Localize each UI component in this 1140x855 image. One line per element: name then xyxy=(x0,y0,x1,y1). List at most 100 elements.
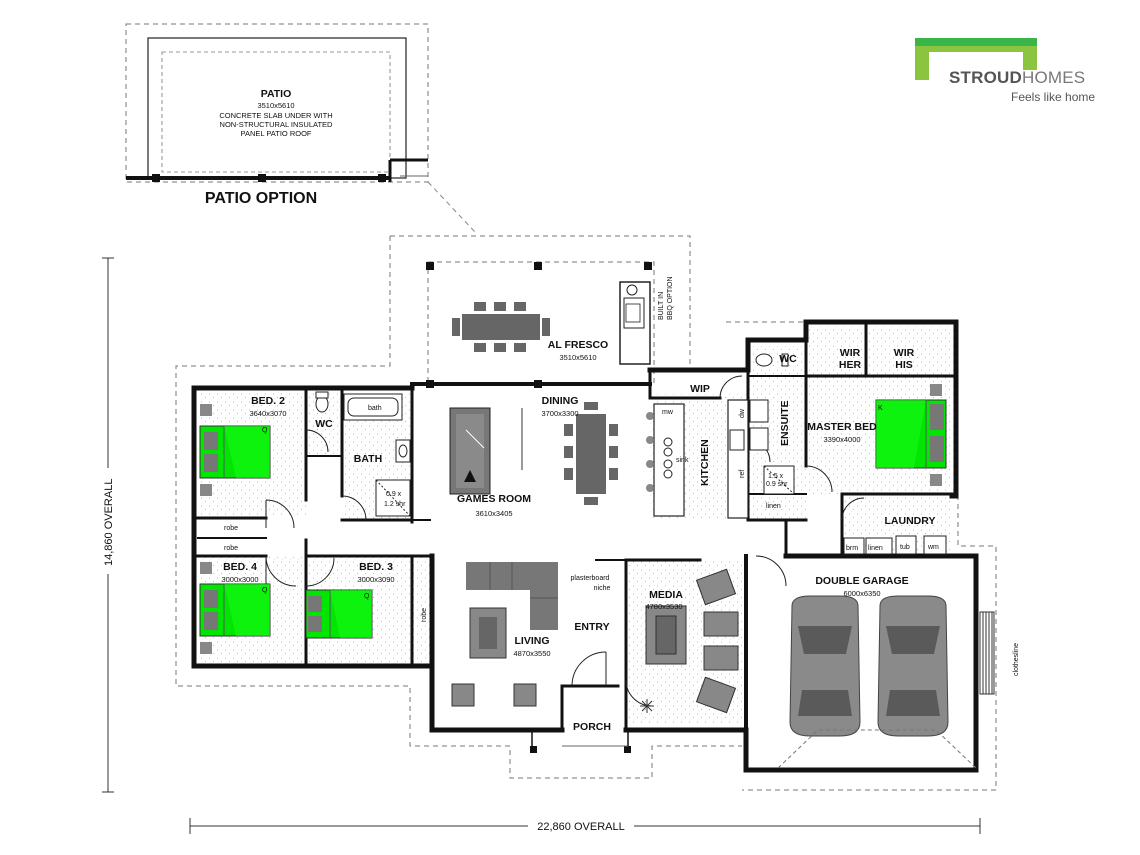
patio-label: PATIO xyxy=(261,88,292,100)
bath-fixtures xyxy=(315,353,795,517)
ensuite-name: ENSUITE xyxy=(779,400,791,446)
robe-2: robe xyxy=(224,545,238,552)
patio-option: PATIO 3510x5610 CONCRETE SLAB UNDER WITH… xyxy=(125,23,476,233)
bed-2-tag: Q xyxy=(262,427,268,434)
ensuite-shower-2: 0.9 shr xyxy=(766,481,788,488)
robe-1: robe xyxy=(224,525,238,532)
bath-tub-label: bath xyxy=(368,405,382,412)
garage-door xyxy=(777,729,977,769)
clothesline xyxy=(979,611,995,695)
patio-note-1: CONCRETE SLAB UNDER WITH xyxy=(219,111,332,120)
bed-2 xyxy=(199,404,271,496)
kitchen-dw: dw xyxy=(739,408,746,418)
width-dim-mask xyxy=(528,818,634,834)
media-name: MEDIA xyxy=(649,589,683,601)
bed-3-tag: Q xyxy=(364,593,370,600)
living-name: LIVING xyxy=(514,635,549,647)
logo-brand-bold: STROUD xyxy=(949,68,1022,87)
robe-3: robe xyxy=(421,608,428,622)
logo-mark-icon xyxy=(915,38,1037,80)
master-name: MASTER BED xyxy=(807,421,877,433)
car-right xyxy=(877,595,949,737)
logo-brand: STROUDHOMES xyxy=(949,68,1085,88)
wc1-name: WC xyxy=(315,418,333,430)
logo-tagline: Feels like home xyxy=(1011,90,1096,104)
stroud-homes-logo: STROUDHOMES Feels like home xyxy=(905,30,1115,110)
garage-dims: 6000x6350 xyxy=(843,589,880,598)
entry-name: ENTRY xyxy=(574,621,609,633)
dining-table xyxy=(564,402,618,505)
laundry-fixtures xyxy=(843,535,947,555)
wir-her-1: WIR xyxy=(840,347,861,359)
patio-dims: 3510x5610 xyxy=(257,101,294,110)
bed2-dims: 3640x3070 xyxy=(249,409,286,418)
wip-name: WIP xyxy=(690,383,710,395)
bed2-name: BED. 2 xyxy=(251,395,285,407)
bed4-name: BED. 4 xyxy=(223,561,257,573)
laundry-tub: tub xyxy=(900,544,910,551)
height-dim-mask xyxy=(100,468,116,574)
bbq-label-2: BBQ OPTION xyxy=(667,276,674,320)
living-sofa xyxy=(451,562,558,707)
alfresco-name: AL FRESCO xyxy=(548,339,608,351)
walls xyxy=(191,319,979,773)
kitchen-ref: ref xyxy=(739,470,746,478)
pool-table xyxy=(449,407,523,495)
master-dims: 3390x4000 xyxy=(823,435,860,444)
master-bed xyxy=(875,384,947,486)
furniture: BUILT IN BBQ OPTION mw sink xyxy=(199,276,1020,769)
bath-shower-1: 0.9 x xyxy=(386,491,402,498)
linen-name: linen xyxy=(766,503,781,510)
clothesline-label: clothesline xyxy=(1013,643,1020,676)
living-dims: 4870x3550 xyxy=(513,649,550,658)
wir-her-2: HER xyxy=(839,359,862,371)
kitchen-name: KITCHEN xyxy=(699,439,711,486)
niche-1: plasterboard xyxy=(571,575,610,582)
bed-3 xyxy=(305,589,373,639)
laundry-wm: wm xyxy=(927,544,939,551)
kitchen-sink: sink xyxy=(676,457,689,464)
media-furniture xyxy=(645,568,739,714)
alfresco-table xyxy=(452,302,550,352)
bed3-name: BED. 3 xyxy=(359,561,393,573)
patio-note-2: NON-STRUCTURAL INSULATED xyxy=(220,120,334,129)
posts xyxy=(152,174,652,753)
laundry-linen: linen xyxy=(868,545,883,552)
bbq-label-1: BUILT IN xyxy=(658,292,665,320)
wir-his-1: WIR xyxy=(894,347,915,359)
kitchen-mw: mw xyxy=(662,409,674,416)
games-dims: 3610x3405 xyxy=(475,509,512,518)
bath-shower-2: 1.2 shr xyxy=(384,501,406,508)
overall-width: 22,860 OVERALL xyxy=(537,821,624,833)
bed-4-tag: Q xyxy=(262,587,268,594)
alfresco-dims: 3510x5610 xyxy=(559,353,596,362)
wir-his-2: HIS xyxy=(895,359,913,371)
bed4-dims: 3000x3000 xyxy=(221,575,258,584)
bbq-unit xyxy=(619,281,651,365)
patio-option-heading: PATIO OPTION xyxy=(205,190,317,207)
bed3-dims: 3000x3090 xyxy=(357,575,394,584)
media-dims: 4780x3530 xyxy=(645,602,682,611)
kitchen-bench xyxy=(646,399,749,519)
patio-note-3: PANEL PATIO ROOF xyxy=(241,129,312,138)
games-name: GAMES ROOM xyxy=(457,493,531,505)
porch-name: PORCH xyxy=(573,721,611,733)
room-labels: AL FRESCO 3510x5610 BED. 2 3640x3070 WC … xyxy=(221,339,935,733)
master-bed-tag: K xyxy=(878,405,883,412)
laundry-brm: brm xyxy=(846,545,858,552)
bed-4 xyxy=(199,562,271,654)
porch-lines xyxy=(531,730,629,752)
overall-height: 14,860 OVERALL xyxy=(103,479,115,566)
car-left xyxy=(789,595,861,737)
bath-name: BATH xyxy=(354,453,382,465)
niche-2: niche xyxy=(594,585,611,592)
laundry-name: LAUNDRY xyxy=(885,515,936,527)
garage-name: DOUBLE GARAGE xyxy=(815,575,908,587)
logo-brand-light: HOMES xyxy=(1021,68,1086,87)
media-plant xyxy=(640,699,654,713)
dining-name: DINING xyxy=(542,395,579,407)
wc2-name: WC xyxy=(779,353,797,365)
ensuite-shower-1: 1.5 x xyxy=(768,473,784,480)
dining-dims: 3700x3300 xyxy=(541,409,578,418)
